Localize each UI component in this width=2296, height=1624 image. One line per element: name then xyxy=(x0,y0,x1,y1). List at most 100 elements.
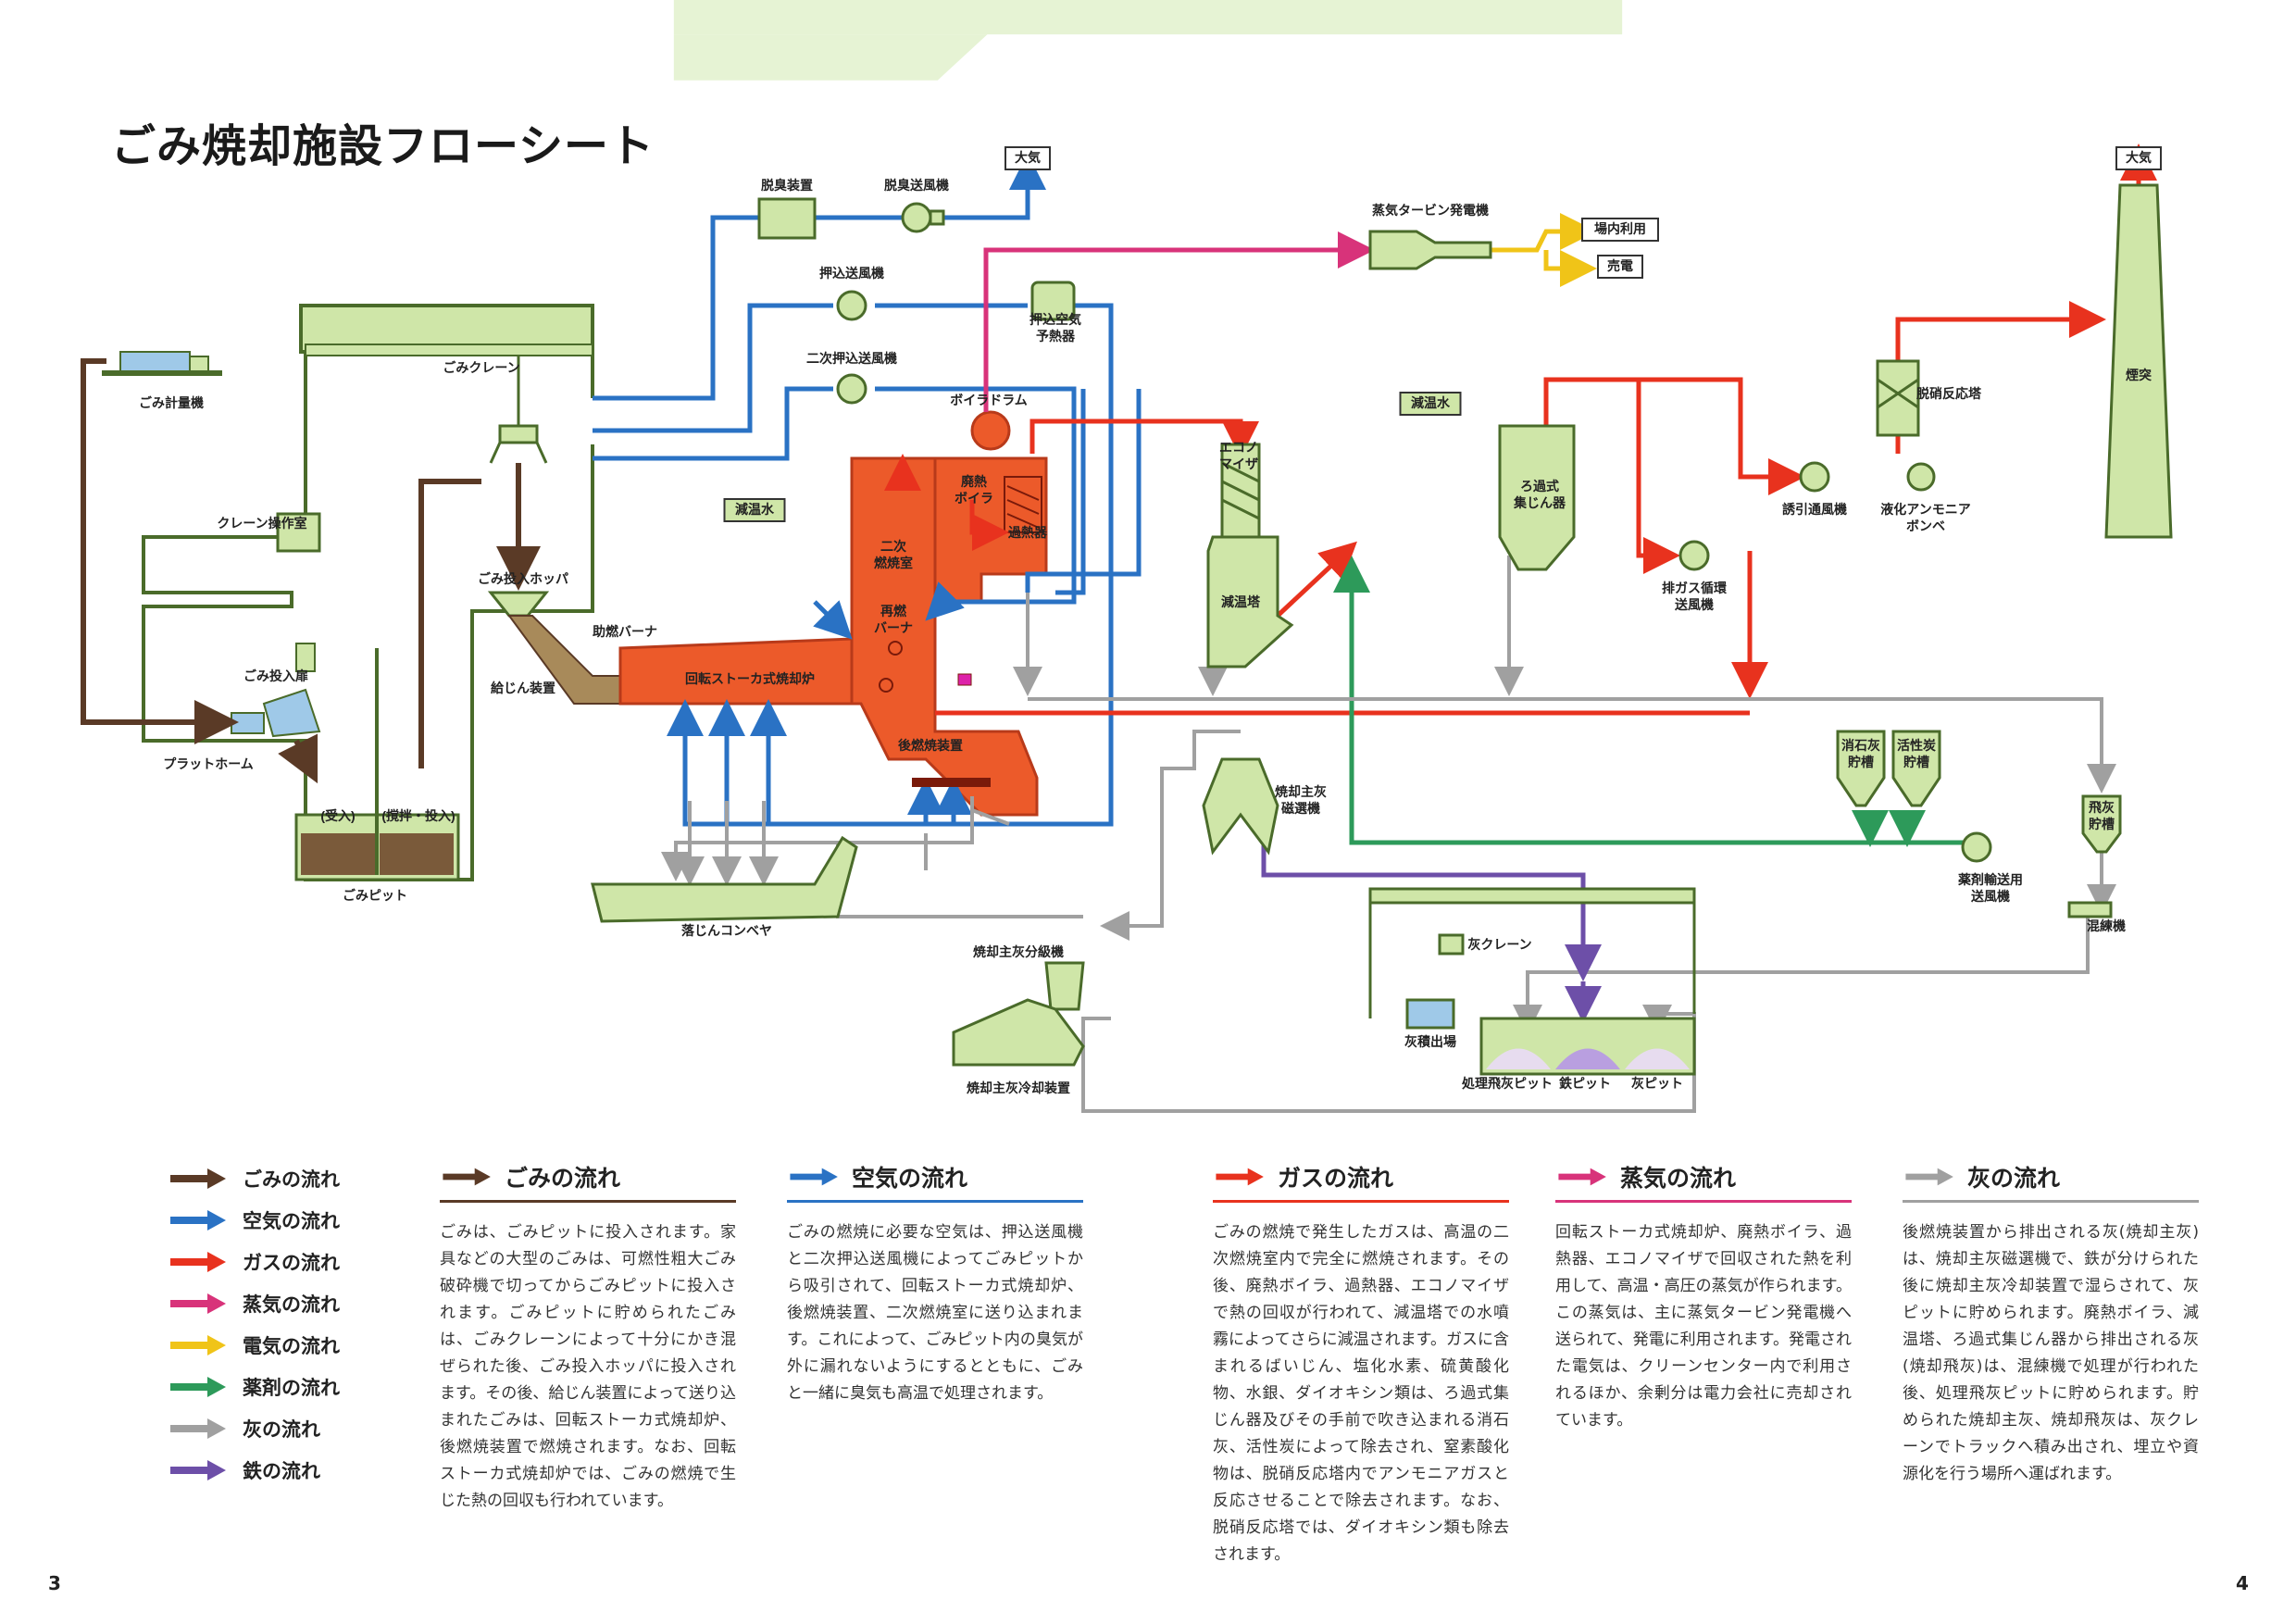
legend-label: 灰の流れ xyxy=(243,1418,320,1441)
deodorizer-label: 脱臭装置 xyxy=(761,178,813,193)
legend-label: 電気の流れ xyxy=(243,1334,340,1357)
legend-item: 電気の流れ xyxy=(167,1324,389,1366)
air-flow xyxy=(593,153,1142,827)
cooling-water-1-label: 減温水 xyxy=(735,502,775,517)
page-number-left: 3 xyxy=(48,1572,61,1594)
magnet-label: 焼却主灰 xyxy=(1275,784,1327,799)
sell-power-label: 売電 xyxy=(1607,258,1633,273)
legend-arrow-icon xyxy=(170,1418,226,1439)
stoker-label: 回転ストーカ式焼却炉 xyxy=(685,671,815,686)
aux-burner-label: 助燃バーナ xyxy=(593,624,657,639)
secondary-fan-unit xyxy=(836,373,867,405)
description-title: 灰の流れ xyxy=(1967,1165,2061,1192)
description-4: 蒸気の流れ回転ストーカ式焼却炉、廃熱ボイラ、過熱器、エコノマイザで回収された熱を… xyxy=(1555,1157,1852,1434)
description-heading: ごみの流れ xyxy=(440,1157,736,1203)
ash-cooler-unit xyxy=(952,998,1085,1067)
legend-label: 薬剤の流れ xyxy=(243,1376,340,1399)
description-heading: 蒸気の流れ xyxy=(1555,1157,1852,1203)
flow-arrow-icon xyxy=(790,1168,838,1186)
waste-boiler-label: ボイラ xyxy=(955,491,993,506)
lime-tank-label: 消石灰 xyxy=(1841,738,1880,753)
deodorizer-fan-label: 脱臭送風機 xyxy=(884,178,949,193)
atmosphere-1-box xyxy=(1004,146,1051,170)
forced-fan-label: 押込送風機 xyxy=(819,266,884,281)
legend-item: 蒸気の流れ xyxy=(167,1282,389,1324)
magnet-unit xyxy=(1202,757,1279,856)
fly-ash-tank-label: 貯槽 xyxy=(2089,817,2115,831)
ammonia-unit xyxy=(1906,462,1936,492)
feeder-label: 給じん装置 xyxy=(491,681,555,695)
description-text: ごみは、ごみピットに投入されます。家具などの大型のごみは、可燃性粗大ごみ破砕機で… xyxy=(440,1223,736,1510)
denox-label: 脱硝反応塔 xyxy=(1916,386,1982,401)
forced-fan-unit xyxy=(836,290,867,321)
legend-arrow-icon xyxy=(170,1376,226,1397)
ash-truck-unit xyxy=(1405,998,1455,1030)
legend-label: 鉄の流れ xyxy=(243,1459,320,1482)
legend-item: 薬剤の流れ xyxy=(167,1366,389,1407)
turbine-unit xyxy=(1368,230,1492,270)
crane-room-label: クレーン操作室 xyxy=(217,516,306,531)
after-burner-label: 後燃焼装置 xyxy=(898,738,963,753)
onsite-use-label: 場内利用 xyxy=(1594,221,1646,236)
economizer-label: エコノ xyxy=(1219,440,1258,455)
cooling-water-1-box xyxy=(723,498,786,522)
lime-tank-label: 貯槽 xyxy=(1848,755,1874,769)
air-preheater-label: 押込空気 xyxy=(1029,312,1081,327)
description-text: ごみの燃焼に必要な空気は、押込送風機と二次押込送風機によってごみピットから吸引さ… xyxy=(787,1223,1083,1403)
atmosphere-2-label: 大気 xyxy=(2126,150,2152,165)
cooling-tower-unit xyxy=(1206,535,1294,668)
atmosphere-2-box xyxy=(2115,146,2162,170)
ash-pit-contents xyxy=(1486,1048,1690,1069)
economizer-label: マイザ xyxy=(1219,456,1258,471)
fly-ash-tank-label: 飛灰 xyxy=(2088,800,2115,815)
description-heading: 空気の流れ xyxy=(787,1157,1083,1203)
truck-scale xyxy=(102,351,222,376)
secondary-chamber-label: 二次 xyxy=(880,539,906,554)
legend-item: ごみの流れ xyxy=(167,1157,389,1199)
superheater-label: 過熱器 xyxy=(1007,525,1048,540)
electric-flow xyxy=(1491,213,1597,287)
bag-filter-unit xyxy=(1498,424,1576,571)
incinerator xyxy=(618,410,1048,817)
legend-label: ごみの流れ xyxy=(243,1168,340,1191)
description-title: 蒸気の流れ xyxy=(1620,1165,1737,1192)
fly-ash-tank-unit xyxy=(2081,794,2122,854)
description-text: 回転ストーカ式焼却炉、廃熱ボイラ、過熱器、エコノマイザで回収された熱を利用して、… xyxy=(1555,1223,1852,1430)
legend-item: ガスの流れ xyxy=(167,1241,389,1282)
description-text: ごみの燃焼で発生したガスは、高温の二次燃焼室内で完全に燃焼されます。その後、廃熱… xyxy=(1213,1223,1509,1564)
ash-crane-unit xyxy=(1438,933,1465,956)
legend-label: 蒸気の流れ xyxy=(243,1293,340,1316)
flow-arrow-icon xyxy=(1558,1168,1606,1186)
deodorizer-fan-unit xyxy=(901,202,932,233)
flow-arrow-icon xyxy=(1216,1168,1264,1186)
description-5: 灰の流れ後燃焼装置から排出される灰(焼却主灰)は、焼却主灰磁選機で、鉄が分けられ… xyxy=(1903,1157,2199,1488)
legend-item: 空気の流れ xyxy=(167,1199,389,1241)
platform-truck xyxy=(231,643,321,738)
pit-mix-label: (撹拌・投入) xyxy=(381,808,455,823)
denox-unit xyxy=(1876,359,1920,437)
platform-label: プラットホーム xyxy=(163,756,254,771)
description-title: ガスの流れ xyxy=(1278,1165,1394,1192)
carbon-tank-unit xyxy=(1891,730,1941,807)
hopper-label: ごみ投入ホッパ xyxy=(478,571,568,586)
cooling-water-2-box xyxy=(1399,392,1462,416)
chem-fan-unit xyxy=(1961,831,1992,863)
legend-label: ガスの流れ xyxy=(243,1251,340,1274)
title-band xyxy=(673,0,1623,81)
equipment xyxy=(591,183,2173,1076)
cooling-water-2-label: 減温水 xyxy=(1411,395,1451,410)
ash-cooler-label: 焼却主灰冷却装置 xyxy=(967,1081,1070,1095)
conveyor-label: 落じんコンベヤ xyxy=(681,923,772,938)
waste-boiler-label: 廃熱 xyxy=(961,474,987,489)
iron-flow xyxy=(1261,833,1602,1023)
chimney-unit xyxy=(2104,183,2173,539)
conveyor-unit xyxy=(591,835,858,923)
air-preheater-label: 予熱器 xyxy=(1036,329,1076,344)
id-fan-label: 誘引通風機 xyxy=(1782,502,1847,517)
description-2: 空気の流れごみの燃焼に必要な空気は、押込送風機と二次押込送風機によってごみピット… xyxy=(787,1157,1083,1407)
secondary-chamber-label: 燃焼室 xyxy=(874,556,913,570)
legend-arrow-icon xyxy=(170,1334,226,1355)
flow-diagram: 大気大気脱臭装置脱臭送風機蒸気タービン発電機場内利用売電押込送風機押込空気予熱器… xyxy=(81,144,2173,1113)
flow-arrow-icon xyxy=(443,1168,491,1186)
legend-arrow-icon xyxy=(170,1168,226,1189)
